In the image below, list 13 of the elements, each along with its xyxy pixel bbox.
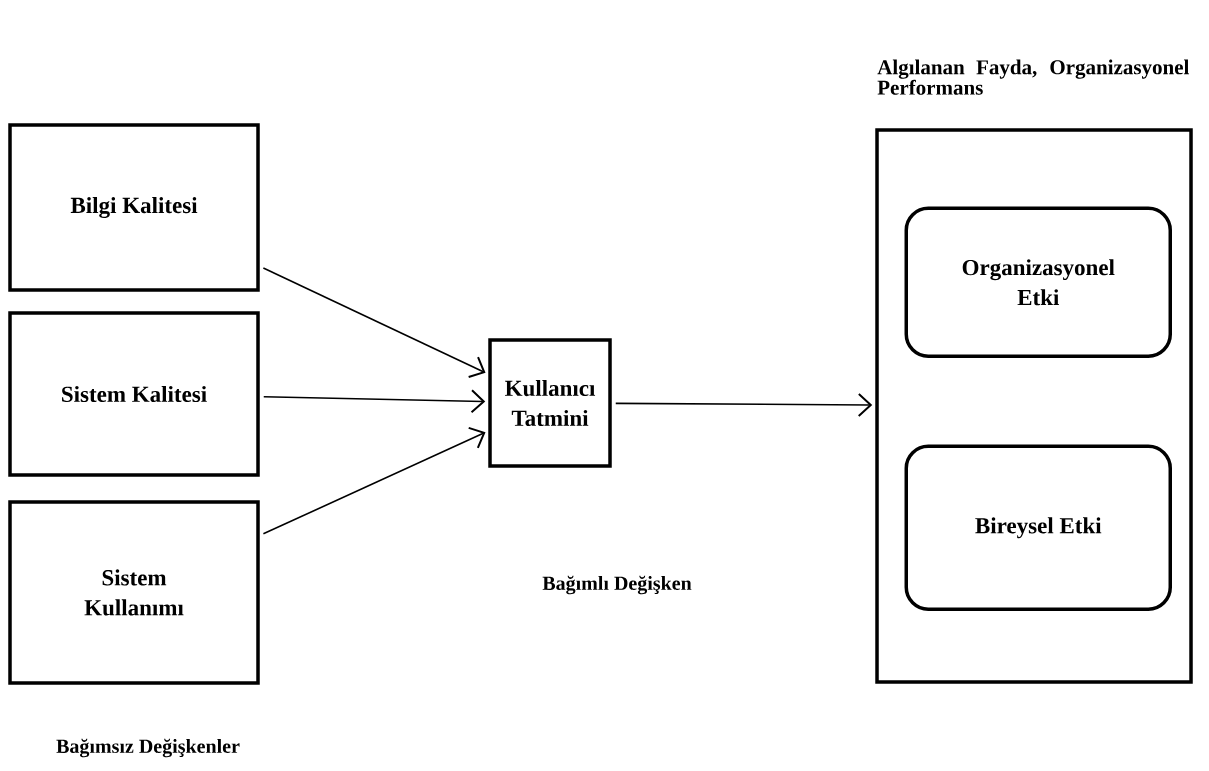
process-box: Kullanıcı Tatmini	[488, 338, 612, 468]
process-box: Bilgi Kalitesi	[8, 123, 260, 292]
caption-text: Bağımlı Değişken	[542, 575, 692, 595]
caption-text: Bağımsız Değişkenler	[56, 738, 240, 758]
arrow	[262, 389, 486, 414]
rounded-box: Organizasyonel Etki	[904, 206, 1172, 358]
rounded-box: Bireysel Etki	[904, 444, 1172, 611]
arrow	[262, 426, 486, 535]
arrow	[262, 267, 486, 378]
process-box: Sistem Kalitesi	[8, 311, 260, 477]
arrow	[614, 392, 873, 417]
node-label: Algılanan Fayda, Organizasyonel Performans	[877, 59, 1190, 95]
process-box: Sistem Kullanımı	[8, 500, 260, 685]
